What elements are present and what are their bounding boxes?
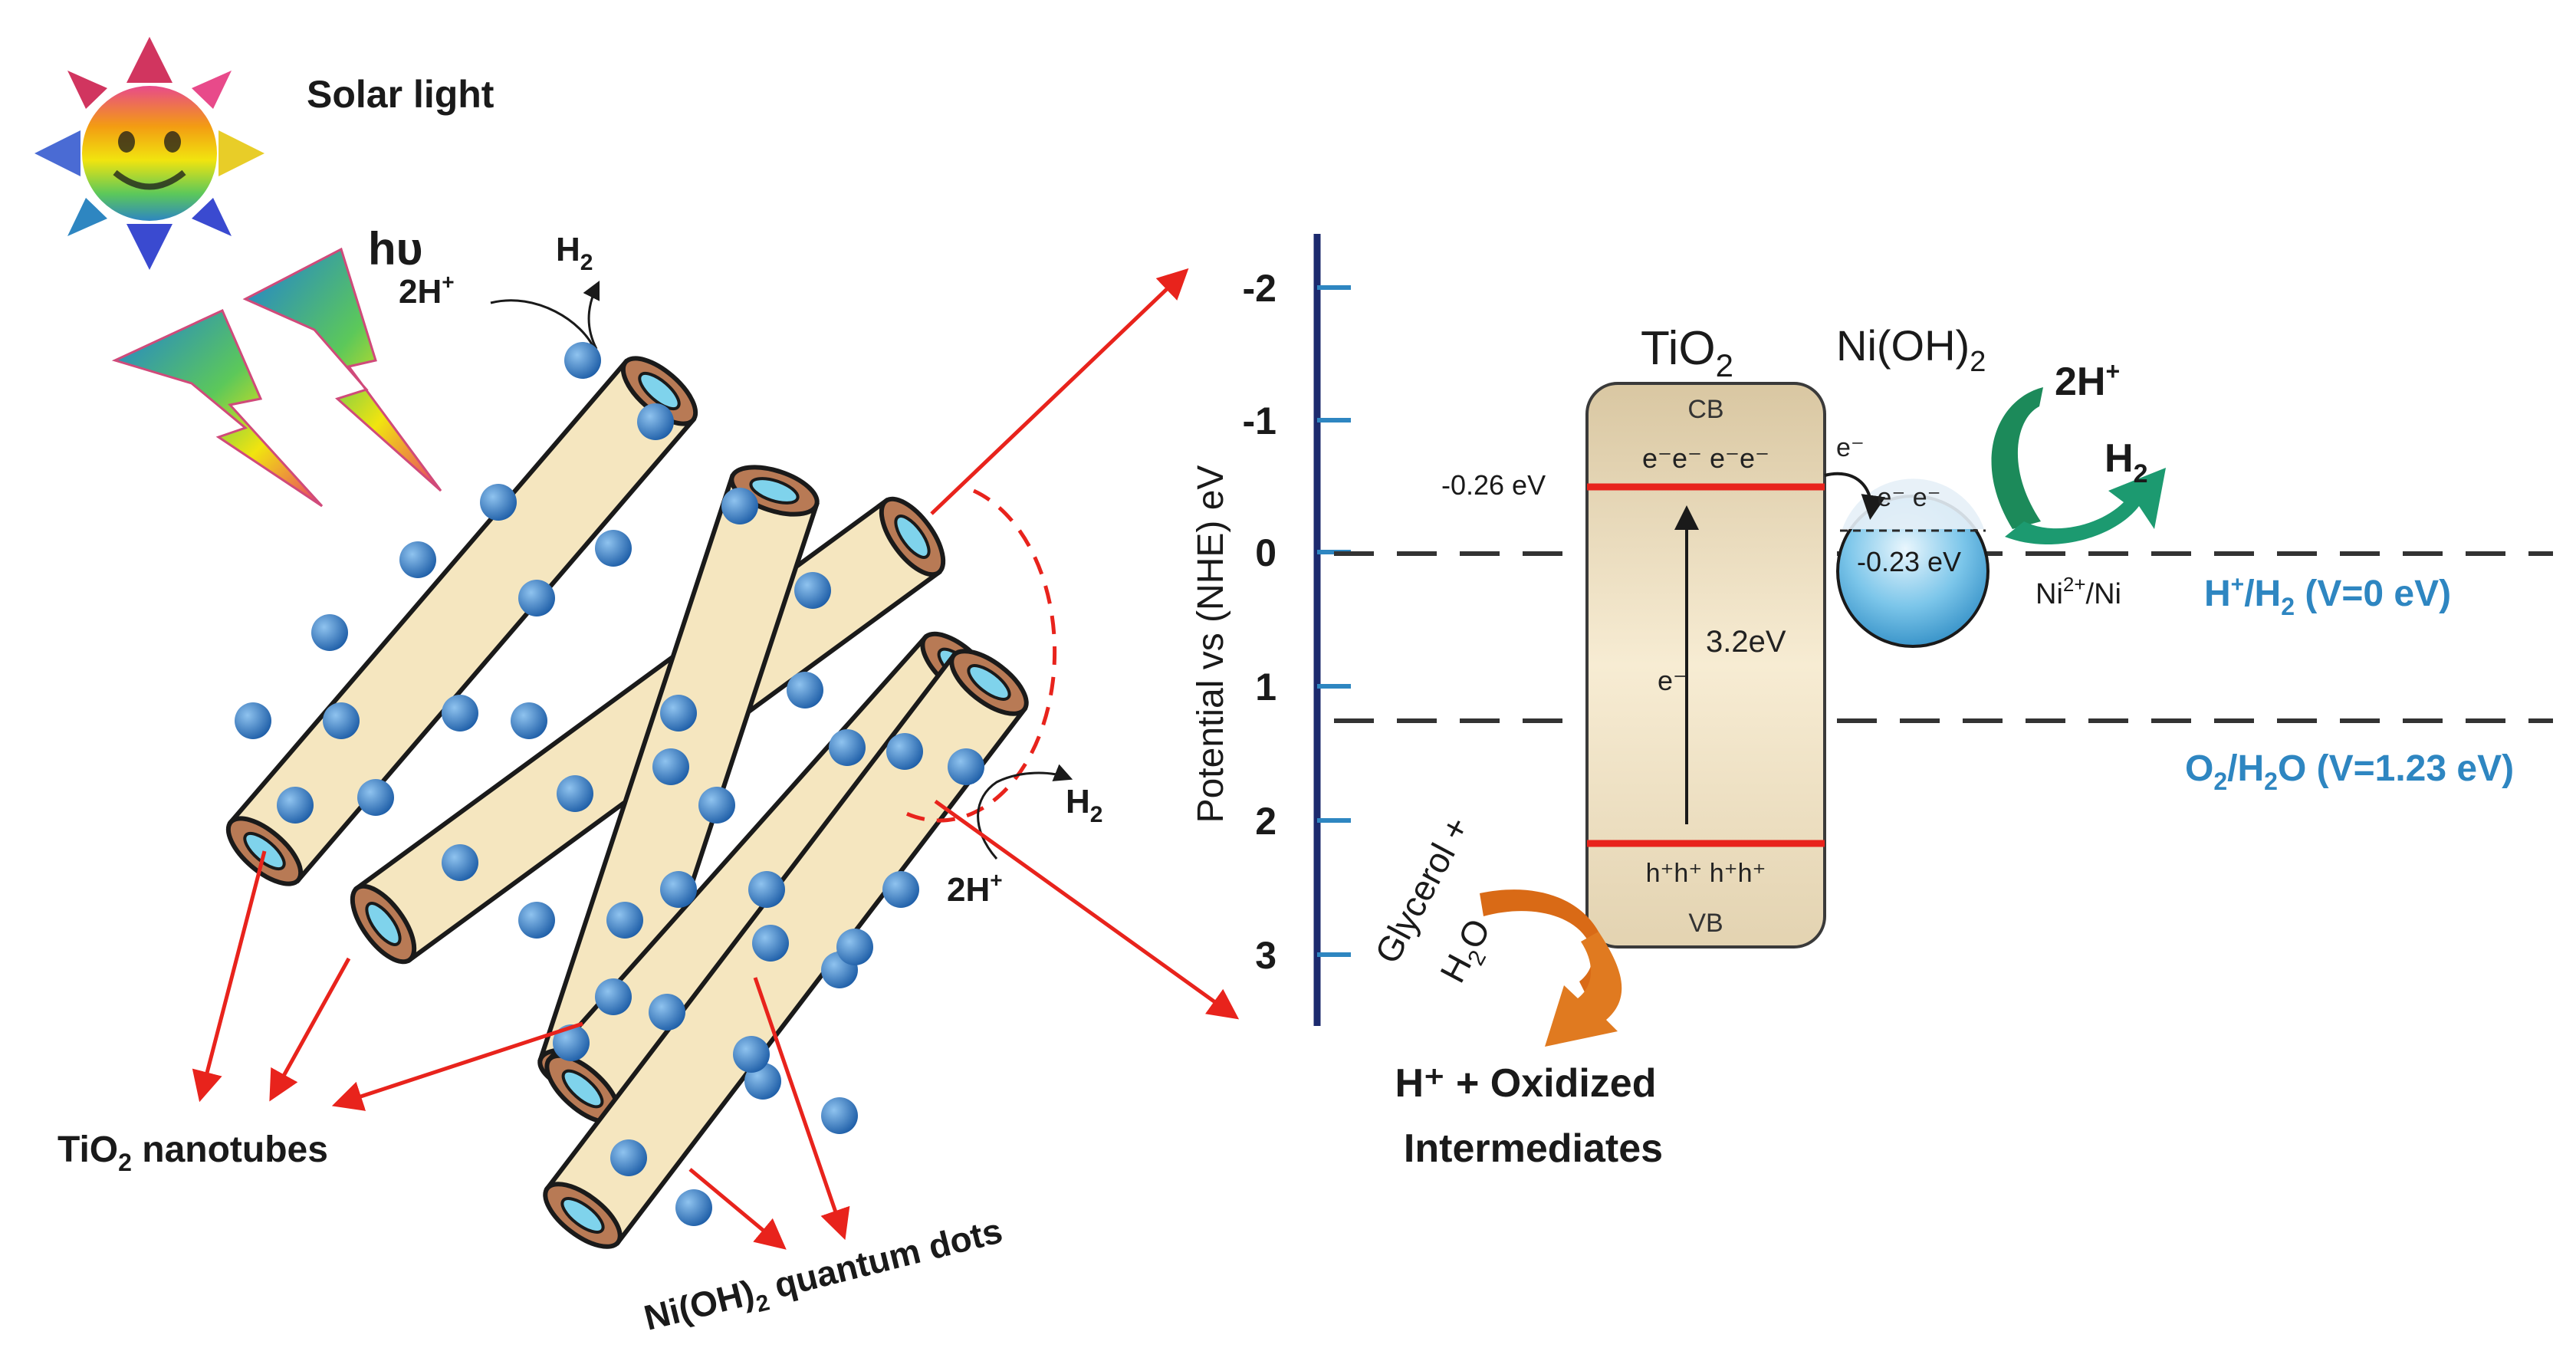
solar-light-label: Solar light [307,73,495,116]
quantum-dot [886,733,923,770]
nioh2-quantum-dots [235,342,984,1226]
oxidized-line-1: H⁺ + Oxidized [1395,1061,1657,1106]
quantum-dot [357,779,394,816]
quantum-dot [948,748,984,785]
electron-transfer-arrow [1824,472,1886,520]
tio2-band-box [1585,382,1826,949]
tio2-nanotubes-label: TiO2 nanotubes [58,1129,328,1176]
quantum-dot [480,484,517,521]
vb-holes: h⁺h⁺ h⁺h⁺ [1646,859,1766,888]
ref-label-o2: O2/H2O (V=1.23 eV) [2185,748,2514,795]
quantum-dot [675,1189,712,1226]
quantum-dot [610,1139,647,1176]
glycerol-label: Glycerol + [1367,810,1477,969]
product-h2: H2 [2104,436,2147,488]
quantum-dot [748,871,785,908]
nioh2-title: Ni(OH)2 [1836,321,1986,378]
quantum-dot [637,403,674,440]
nanotube-arrow-3 [331,1021,583,1111]
quantum-dot [442,695,478,732]
quantum-dot [882,871,919,908]
h2-top-arrow-in [490,299,596,350]
axis-tick-label: 2 [1255,800,1276,843]
quantum-dot [518,580,555,616]
nanotube-arrow-1 [192,850,267,1103]
zoom-arrow-bottom [934,799,1240,1020]
quantum-dot [752,925,789,962]
band-gap-value: 3.2eV [1706,625,1786,659]
qd-label: Ni(OH)2 quantum dots [640,1210,1008,1344]
quantum-dot [595,530,632,567]
h2-right-reactant: 2H+ [947,868,1003,909]
quantum-dot [652,748,689,785]
quantum-dot [553,1024,590,1061]
reactant-2h: 2H+ [2055,357,2120,404]
h2-top-arrow-out [583,280,600,350]
quantum-dot [518,902,555,939]
cb-electrons: e⁻e⁻ e⁻e⁻ [1642,442,1769,474]
quantum-dot [235,702,271,739]
axis-tick-label: 0 [1255,531,1276,574]
quantum-dot [595,978,632,1015]
qd-arrow-1 [753,977,850,1241]
quantum-dot [733,1036,770,1073]
axis-tick-label: -2 [1243,267,1276,310]
quantum-dot [442,844,478,881]
sun-icon [34,37,264,270]
quantum-dot [649,994,685,1031]
gap-electron: e⁻ [1658,665,1687,696]
nioh2-level-label: -0.23 eV [1857,546,1961,577]
proton-reduction-arrow-body [1991,387,2043,529]
quantum-dot [794,572,831,609]
quantum-dot [787,672,823,709]
cb-level-label: -0.26 eV [1441,469,1546,501]
axis-label: Potential vs (NHE) eV [1191,465,1231,824]
axis-ticks: -2 -1 0 1 2 3 [1243,267,1351,977]
quantum-dot [564,342,601,379]
h2-top-reactant: 2H+ [399,270,455,311]
nioh2-electrons: e⁻ e⁻ [1877,483,1940,512]
quantum-dot [311,614,348,651]
axis-tick-label: 3 [1255,934,1276,977]
zoom-region-circle [903,488,1057,823]
h2-right-product: H2 [1066,783,1102,827]
h2-right-arrow [977,764,1073,860]
quantum-dot [836,929,873,965]
quantum-dot [660,871,697,908]
axis-tick-label: -1 [1243,399,1276,442]
qd-arrow-2 [688,1168,787,1250]
quantum-dot [323,702,360,739]
quantum-dot [829,729,866,766]
quantum-dot [660,695,697,732]
quantum-dot [399,541,436,578]
proton-reduction-arrow-head [2005,468,2166,545]
ref-label-h2: H+/H2 (V=0 eV) [2204,572,2451,620]
nanotube-arrow-2 [269,957,351,1102]
quantum-dot [557,775,593,812]
tio2-nanotube-bundle [225,356,1029,1249]
ni-couple-label: Ni2+/Ni [2036,573,2121,610]
quantum-dot [606,902,643,939]
water-label: H2O [1432,912,1504,992]
quantum-dot [698,787,735,824]
vb-label: VB [1688,909,1723,938]
h2-top-product: H2 [556,231,593,275]
nioh2-transfer-electron: e⁻ [1836,433,1865,462]
hv-label: hυ [368,223,423,275]
glycerol-arrow-lower [1545,932,1622,1047]
zoom-arrow-top [930,268,1189,515]
quantum-dot [821,1097,858,1134]
quantum-dot [721,488,758,524]
axis-tick-label: 1 [1255,666,1276,709]
quantum-dot [511,702,547,739]
cb-label: CB [1687,395,1723,424]
quantum-dot [277,787,314,824]
oxidized-line-2: Intermediates [1404,1126,1663,1171]
lightning-icon [111,247,442,508]
tio2-title: TiO2 [1641,322,1733,383]
glycerol-arrow-upper [1480,889,1608,997]
